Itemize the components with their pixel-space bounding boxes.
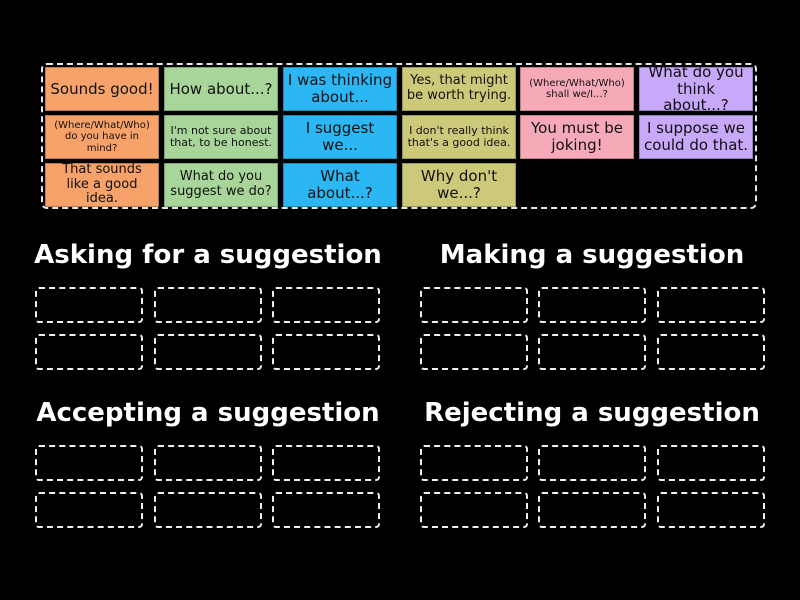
drop-slot-rejecting[interactable]	[538, 445, 646, 481]
card-text: I suppose we could do that.	[643, 119, 749, 154]
card-sounds-good[interactable]: Sounds good!	[45, 67, 159, 111]
card-not-sure[interactable]: I'm not sure about that, to be honest.	[164, 115, 278, 159]
group-heading-asking: Asking for a suggestion	[34, 240, 382, 270]
drop-slot-rejecting[interactable]	[657, 492, 765, 528]
drop-slot-asking[interactable]	[272, 334, 380, 370]
drop-slot-accepting[interactable]	[272, 445, 380, 481]
drop-slot-accepting[interactable]	[35, 445, 143, 481]
card-pool	[41, 63, 757, 209]
card-text: Sounds good!	[50, 79, 154, 98]
drop-slot-rejecting[interactable]	[538, 492, 646, 528]
drop-slot-making[interactable]	[657, 287, 765, 323]
card-what-do-you-think[interactable]: What do you think about...?	[639, 62, 753, 115]
card-in-mind[interactable]: (Where/What/Who) do you have in mind?	[45, 115, 159, 159]
card-text: What do you think about...?	[648, 62, 744, 115]
card-you-must-be-joking[interactable]: You must be joking!	[520, 115, 634, 159]
card-text: I was thinking about...	[287, 71, 393, 106]
group-heading-rejecting: Rejecting a suggestion	[424, 398, 760, 428]
group-heading-making: Making a suggestion	[439, 240, 745, 270]
card-sounds-like-good-idea[interactable]: That sounds like a good idea.	[45, 162, 159, 207]
drop-slot-making[interactable]	[420, 334, 528, 370]
card-text: (Where/What/Who) shall we/I...?	[529, 77, 625, 100]
card-text: What do you suggest we do?	[170, 169, 272, 199]
drop-slot-accepting[interactable]	[154, 492, 262, 528]
drop-slot-accepting[interactable]	[272, 492, 380, 528]
card-i-was-thinking[interactable]: I was thinking about...	[283, 67, 397, 111]
drop-slot-asking[interactable]	[154, 287, 262, 323]
card-not-good-idea[interactable]: I don't really think that's a good idea.	[402, 115, 516, 159]
card-text: (Where/What/Who) do you have in mind?	[54, 120, 150, 154]
drop-slot-asking[interactable]	[272, 287, 380, 323]
drop-slot-asking[interactable]	[35, 287, 143, 323]
drop-slot-rejecting[interactable]	[420, 445, 528, 481]
group-heading-accepting: Accepting a suggestion	[36, 398, 380, 428]
card-i-suggest-we[interactable]: I suggest we...	[283, 115, 397, 159]
card-text: Yes, that might be worth trying.	[406, 73, 512, 103]
drop-slot-rejecting[interactable]	[657, 445, 765, 481]
drop-slot-making[interactable]	[538, 287, 646, 323]
card-text: I'm not sure about that, to be honest.	[169, 123, 273, 149]
card-shall-we[interactable]: (Where/What/Who) shall we/I...?	[520, 67, 634, 111]
card-text: How about...?	[169, 79, 273, 98]
card-how-about[interactable]: How about...?	[164, 67, 278, 111]
card-why-dont-we[interactable]: Why don't we...?	[402, 163, 516, 207]
card-text: That sounds like a good idea.	[62, 162, 142, 207]
card-what-about[interactable]: What about...?	[283, 163, 397, 207]
drop-slot-making[interactable]	[538, 334, 646, 370]
drop-slot-rejecting[interactable]	[420, 492, 528, 528]
drop-slot-accepting[interactable]	[35, 492, 143, 528]
drop-slot-accepting[interactable]	[154, 445, 262, 481]
card-text: I suggest we...	[305, 119, 375, 154]
drop-slot-asking[interactable]	[35, 334, 143, 370]
drop-slot-making[interactable]	[657, 334, 765, 370]
card-what-do-you-suggest[interactable]: What do you suggest we do?	[164, 163, 278, 207]
card-i-suppose[interactable]: I suppose we could do that.	[639, 115, 753, 159]
drop-slot-asking[interactable]	[154, 334, 262, 370]
card-text: What about...?	[307, 167, 373, 202]
card-text: You must be joking!	[531, 119, 623, 154]
card-text: I don't really think that's a good idea.	[407, 123, 511, 149]
card-worth-trying[interactable]: Yes, that might be worth trying.	[402, 67, 516, 111]
card-text: Why don't we...?	[420, 167, 498, 202]
drop-slot-making[interactable]	[420, 287, 528, 323]
